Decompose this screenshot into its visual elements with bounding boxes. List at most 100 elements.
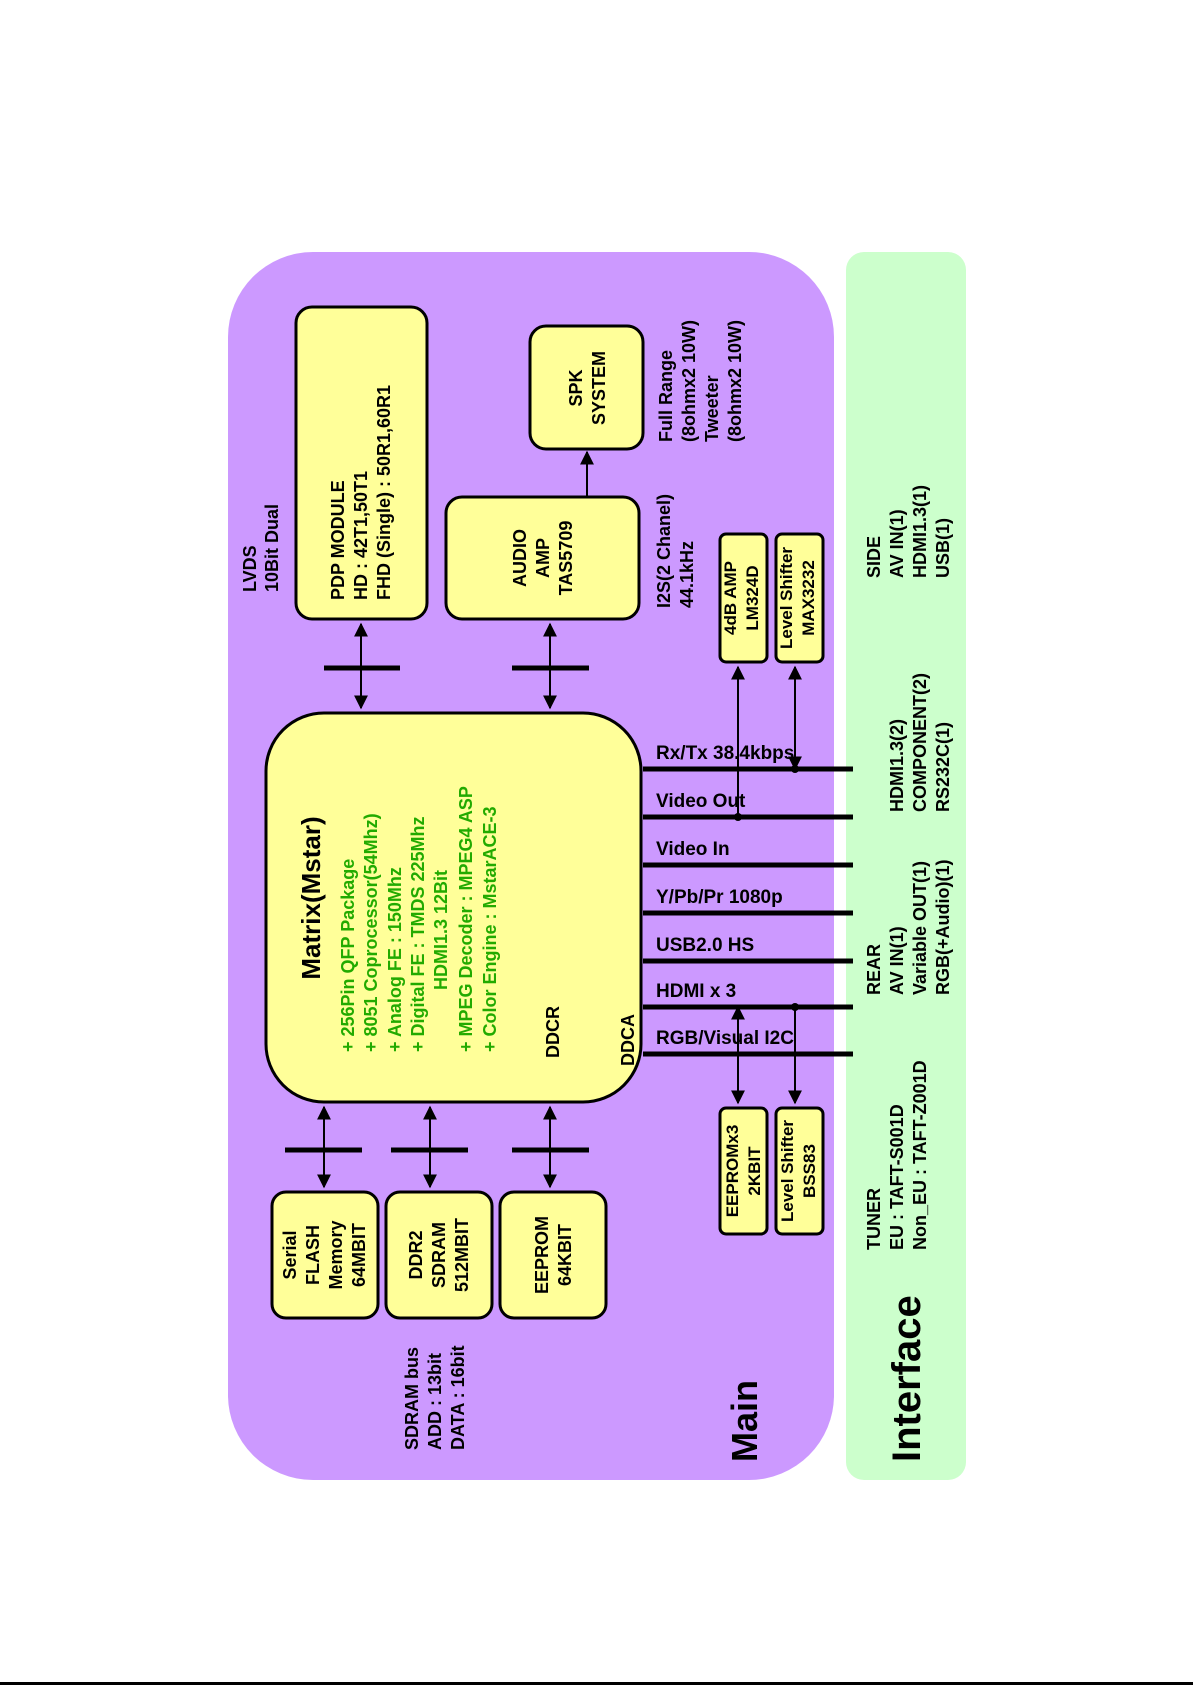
side-label-line: AV IN(1)	[887, 509, 907, 578]
speaker-spec-label-line: (8ohmx2 10W)	[679, 320, 699, 442]
matrix-feature-text: HDMI1.3 12Bit	[431, 870, 451, 990]
ddca-label-line: DDCA	[618, 1014, 638, 1066]
matrix-title: Matrix(Mstar)	[296, 816, 326, 979]
rear-a-label: HDMI1.3(2)COMPONENT(2)RS232C(1)	[887, 673, 953, 812]
ddr2-label-line: 512MBIT	[452, 1218, 472, 1292]
audio-amp-label-line: AMP	[533, 538, 553, 578]
matrix-block	[264, 711, 643, 1104]
speaker-spec-label-line: Full Range	[656, 350, 676, 442]
speaker-spec-label-line: (8ohmx2 10W)	[725, 320, 745, 442]
matrix-feature: + Analog FE : 150Mhz	[385, 867, 405, 1052]
audio-amp-label-line: AUDIO	[510, 529, 530, 587]
eeprom-x3-label-line: 2KBIT	[745, 1146, 764, 1196]
amp-4db-label-line: LM324D	[743, 565, 762, 630]
eeprom-x3-block	[718, 1106, 769, 1236]
interface-title: Interface	[885, 1295, 929, 1462]
audio-amp-block	[444, 495, 641, 621]
level-shifter-bss-label-line: BSS83	[800, 1144, 819, 1198]
bus-label: Video Out	[656, 791, 746, 812]
serial-flash-label-line: FLASH	[303, 1225, 323, 1285]
level-shifter-max-label-line: Level Shifter	[777, 547, 796, 649]
level-bss-junction	[791, 1003, 799, 1011]
bus-label: USB2.0 HS	[656, 935, 754, 956]
pdp-module-label-line: PDP MODULE	[328, 480, 348, 600]
tuner-label-line: EU : TAFT-S001D	[887, 1104, 907, 1250]
rear-b-label-line: AV IN(1)	[887, 926, 907, 995]
matrix-feature: + 256Pin QFP Package	[338, 859, 358, 1052]
bus-label: RGB/Visual I2C	[656, 1028, 794, 1049]
matrix-feature-text: + 8051 Coprocessor(54Mhz)	[361, 813, 381, 1052]
side-label-line: HDMI1.3(1)	[910, 485, 930, 578]
page-bottom-rule	[0, 1682, 1193, 1685]
matrix-feature-text: + Color Engine : MstarACE-3	[480, 806, 500, 1052]
bus-label: Video In	[656, 839, 730, 860]
speaker-spec-label: Full Range(8ohmx2 10W)Tweeter(8ohmx2 10W…	[656, 320, 745, 442]
spk-system-label-line: SPK	[566, 369, 586, 406]
serial-flash-label-line: Serial	[280, 1230, 300, 1279]
sdram-bus-label-line: DATA : 16bit	[448, 1345, 468, 1450]
main-title-line: Main	[724, 1380, 765, 1462]
rear-a-label-line: RS232C(1)	[933, 722, 953, 812]
eeprom-block	[498, 1190, 608, 1320]
pdp-module-block	[294, 305, 429, 621]
level-shifter-max-block	[774, 532, 825, 664]
matrix-feature-text: + 256Pin QFP Package	[338, 859, 358, 1052]
ddr2-label-line: DDR2	[406, 1230, 426, 1279]
matrix-title-line: Matrix(Mstar)	[296, 816, 326, 979]
sdram-bus-label-line: SDRAM bus	[402, 1347, 422, 1450]
spk-system-label-line: SYSTEM	[589, 351, 609, 425]
eeprom-x3-label-line: EEPROMx3	[723, 1125, 742, 1218]
serial-flash-block	[270, 1190, 380, 1320]
lvds-label-line: 10Bit Dual	[262, 504, 282, 592]
amp-4db-junction	[734, 813, 742, 821]
audio-amp-label-line: TAS5709	[556, 521, 576, 596]
rear-b-label-line: Variable OUT(1)	[910, 861, 930, 995]
speaker-spec-label-line: Tweeter	[702, 375, 722, 442]
level-max-junction	[791, 765, 799, 773]
matrix-feature: + Color Engine : MstarACE-3	[480, 806, 500, 1052]
sdram-bus-label-line: ADD : 13bit	[425, 1353, 445, 1450]
side-label-line: SIDE	[864, 536, 884, 578]
rear-a-label-line: HDMI1.3(2)	[887, 719, 907, 812]
level-shifter-max-label-line: MAX3232	[799, 560, 818, 636]
matrix-feature-text: + MPEG Decoder : MPEG4 ASP	[456, 786, 476, 1052]
bus-label: Y/Pb/Pr 1080p	[656, 887, 783, 908]
tuner-label-line: Non_EU : TAFT-Z001D	[910, 1060, 930, 1250]
level-shifter-bss-label-line: Level Shifter	[778, 1120, 797, 1222]
serial-flash-label-line: 64MBIT	[349, 1223, 369, 1287]
matrix-feature: HDMI1.3 12Bit	[431, 870, 451, 990]
i2s-label-line: 44.1kHz	[677, 541, 697, 608]
rear-a-label-line: COMPONENT(2)	[910, 673, 930, 812]
matrix-feature: + Digital FE : TMDS 225Mhz	[408, 816, 428, 1052]
lvds-label-line: LVDS	[240, 545, 260, 592]
spk-system-block	[528, 324, 645, 451]
rear-b-label-line: RGB(+Audio)(1)	[933, 860, 953, 995]
level-shifter-bss-block	[774, 1106, 825, 1236]
serial-flash-label-line: Memory	[326, 1220, 346, 1289]
matrix-feature-text: + Analog FE : 150Mhz	[385, 867, 405, 1052]
tuner-label-line: TUNER	[864, 1188, 884, 1250]
side-label-line: USB(1)	[933, 518, 953, 578]
matrix-feature: + 8051 Coprocessor(54Mhz)	[361, 813, 381, 1052]
i2s-label-line: I2S(2 Chanel)	[654, 494, 674, 608]
ddcr-label-line: DDCR	[543, 1006, 563, 1058]
rear-b-label-line: REAR	[864, 944, 884, 995]
ddr2-label-line: SDRAM	[429, 1222, 449, 1288]
i2s-label: I2S(2 Chanel)44.1kHz	[654, 494, 697, 608]
ddca-label: DDCA	[618, 1014, 638, 1066]
